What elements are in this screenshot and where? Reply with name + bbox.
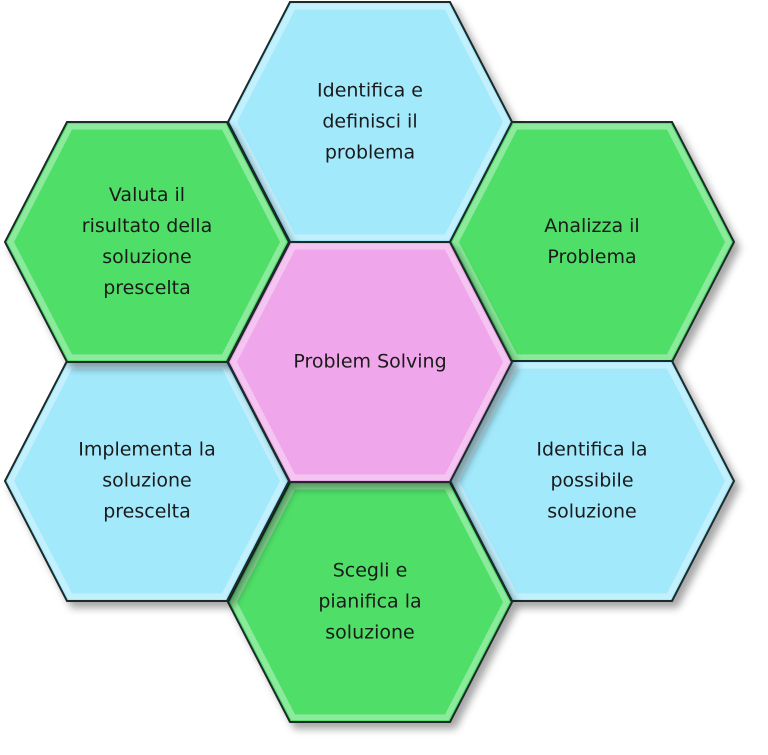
bottom-right-label: Identifica la possibile soluzione (536, 438, 648, 523)
bottom-left-bevel (7, 362, 287, 600)
bottom-right-bevel (452, 362, 732, 600)
top-left-bevel (7, 123, 287, 361)
top-left-hexagon (3, 121, 291, 363)
center-hexagon-shape (226, 241, 514, 483)
top-right-label: Analizza il Problema (544, 215, 640, 268)
bottom-bevel (230, 483, 510, 721)
top-label: Identifica e definisci il problema (317, 79, 423, 164)
center-bevel (230, 243, 510, 481)
top-bevel (230, 3, 510, 241)
bottom-left-label: Implementa la soluzione prescelta (78, 438, 216, 523)
center-hexagon (226, 241, 514, 483)
top-left-label: Valuta il risultato della soluzione pres… (81, 184, 213, 299)
bottom-label: Scegli e pianifica la soluzione (318, 559, 422, 644)
center-label: Problem Solving (293, 350, 447, 373)
top-right-bevel (452, 123, 732, 361)
